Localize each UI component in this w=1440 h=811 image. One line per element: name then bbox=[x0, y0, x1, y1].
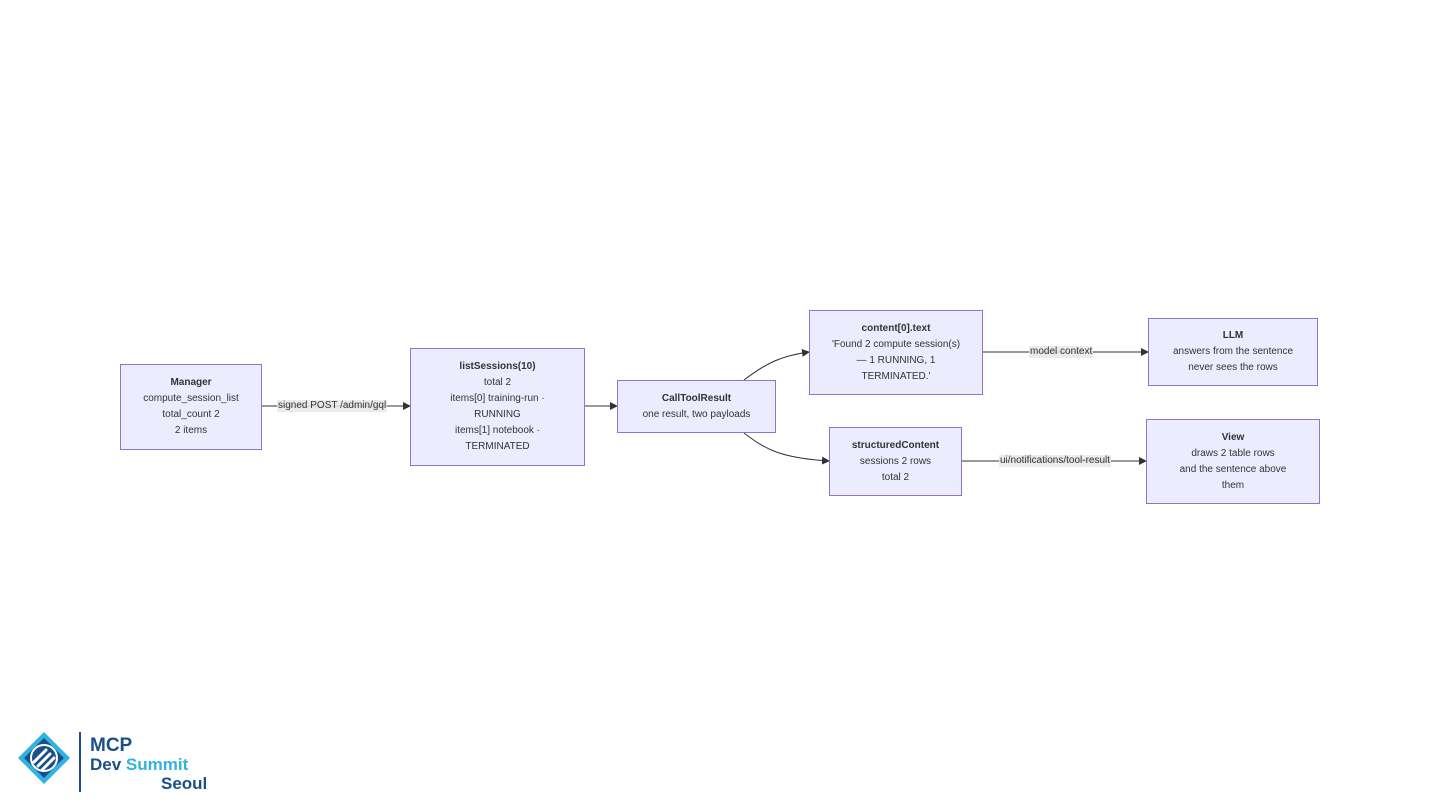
node-line: RUNNING bbox=[474, 409, 521, 420]
node-line: never sees the rows bbox=[1188, 362, 1278, 373]
mcp-logo-icon bbox=[18, 732, 81, 792]
node-line: total_count 2 bbox=[162, 409, 220, 420]
node-title: CallToolResult bbox=[661, 392, 732, 404]
logo-text-dev: Dev bbox=[90, 755, 122, 774]
logo-wordmark: MCP Dev Summit Seoul bbox=[90, 736, 220, 793]
node-call-tool-result: CallToolResult one result, two payloads bbox=[617, 380, 776, 433]
node-title: content[0].text bbox=[861, 322, 931, 334]
logo-text-summit: Summit bbox=[125, 755, 189, 774]
node-line: draws 2 table rows bbox=[1191, 447, 1275, 459]
node-line: compute_session_list bbox=[143, 393, 239, 404]
edge-call-to-content bbox=[743, 348, 810, 381]
edge-call-to-structured bbox=[743, 432, 830, 465]
node-line: total 2 bbox=[881, 471, 910, 483]
node-view: View draws 2 table rows and the sentence… bbox=[1146, 419, 1320, 504]
node-list-sessions: listSessions(10) total 2 items[0] traini… bbox=[410, 348, 585, 466]
node-llm: LLM answers from the sentence never sees… bbox=[1148, 318, 1318, 386]
node-title: View bbox=[1221, 431, 1245, 443]
node-line: TERMINATED.' bbox=[861, 370, 931, 382]
node-line: answers from the sentence bbox=[1172, 346, 1294, 357]
node-line: items[0] training-run · bbox=[450, 393, 545, 404]
node-line: one result, two payloads bbox=[642, 408, 751, 420]
node-manager: Manager compute_session_list total_count… bbox=[120, 364, 262, 450]
edge-label-model-context: model context bbox=[1029, 346, 1094, 358]
node-content-text: content[0].text 'Found 2 compute session… bbox=[809, 310, 983, 395]
node-line: them bbox=[1221, 479, 1245, 491]
edge-label-tool-result: ui/notifications/tool-result bbox=[999, 455, 1112, 467]
node-line: TERMINATED bbox=[465, 441, 530, 452]
node-title: Manager bbox=[170, 377, 212, 388]
node-line: — 1 RUNNING, 1 bbox=[856, 354, 936, 366]
node-title: structuredContent bbox=[851, 439, 940, 451]
edge-label-post: signed POST /admin/gql bbox=[277, 400, 388, 412]
node-line: 2 items bbox=[174, 425, 208, 436]
logo-text-mcp: MCP bbox=[90, 735, 133, 756]
node-structured-content: structuredContent sessions 2 rows total … bbox=[829, 427, 962, 496]
node-title: LLM bbox=[1222, 330, 1244, 341]
logo-text-seoul: Seoul bbox=[161, 774, 208, 793]
node-line: sessions 2 rows bbox=[859, 455, 932, 467]
logo-text-dev-summit: Dev Summit bbox=[90, 755, 220, 774]
node-line: and the sentence above bbox=[1179, 463, 1287, 475]
node-title: listSessions(10) bbox=[459, 361, 536, 372]
node-line: items[1] notebook · bbox=[454, 425, 541, 436]
node-line: total 2 bbox=[483, 377, 512, 388]
node-line: 'Found 2 compute session(s) bbox=[831, 338, 961, 350]
